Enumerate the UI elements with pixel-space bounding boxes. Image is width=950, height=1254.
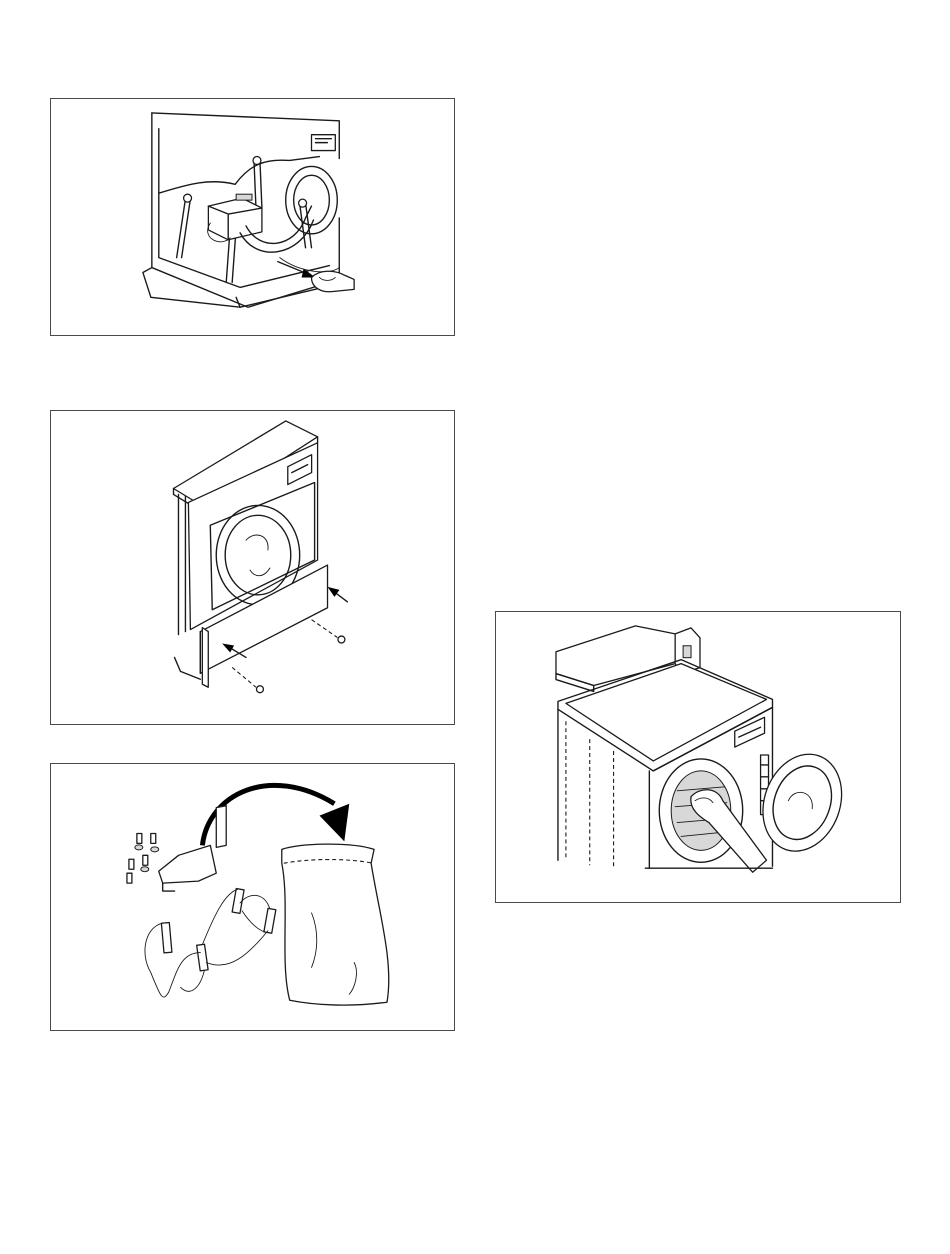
- shipping-bracket-illustration: [51, 99, 454, 335]
- figure-hardware-bag: [50, 763, 455, 1031]
- hardware-bag-illustration: [51, 764, 454, 1030]
- figure-shipping-bracket-removal: [50, 98, 455, 336]
- bolts: [127, 833, 159, 883]
- front-panel-illustration: [51, 411, 454, 724]
- figure-lower-front-panel-install: [50, 410, 455, 725]
- figure-clean-cylinder: [495, 611, 901, 903]
- cylinder-cleaning-illustration: [496, 612, 900, 902]
